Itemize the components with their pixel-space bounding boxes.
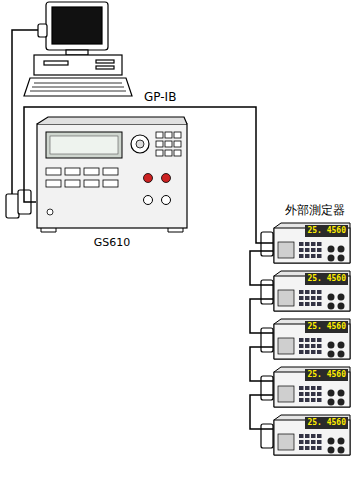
connector-plug bbox=[261, 328, 273, 352]
connector-plug bbox=[38, 24, 47, 37]
display-reading: 25. 4560 bbox=[305, 369, 348, 381]
external-meter: 25. 4560 bbox=[273, 222, 351, 264]
external-meter: 25. 4560 bbox=[273, 414, 351, 456]
bus-label: GP-IB bbox=[142, 90, 178, 104]
gpib-cable bbox=[250, 299, 273, 333]
display-reading: 25. 4560 bbox=[305, 273, 348, 285]
external-meter: 25. 4560 bbox=[273, 318, 351, 360]
connector-plug bbox=[261, 376, 273, 400]
instrument-illustration bbox=[36, 116, 188, 234]
connector-plug bbox=[261, 424, 273, 448]
gpib-cable bbox=[250, 251, 273, 285]
group-label: 外部測定器 bbox=[283, 203, 347, 217]
gpib-cable bbox=[250, 395, 273, 429]
external-meter: 25. 4560 bbox=[273, 270, 351, 312]
connector-plug bbox=[261, 232, 273, 256]
gpib-cable bbox=[250, 347, 273, 381]
instrument-name: GS610 bbox=[36, 236, 188, 250]
display-reading: 25. 4560 bbox=[305, 321, 348, 333]
display-reading: 25. 4560 bbox=[305, 225, 348, 237]
computer-illustration bbox=[24, 2, 132, 96]
display-reading: 25. 4560 bbox=[305, 417, 348, 429]
gpib-cable bbox=[24, 107, 273, 243]
connector-plug bbox=[261, 280, 273, 304]
source-measure-unit: GS610 bbox=[36, 116, 188, 252]
connector-plug bbox=[6, 194, 19, 218]
external-meter: 25. 4560 bbox=[273, 366, 351, 408]
